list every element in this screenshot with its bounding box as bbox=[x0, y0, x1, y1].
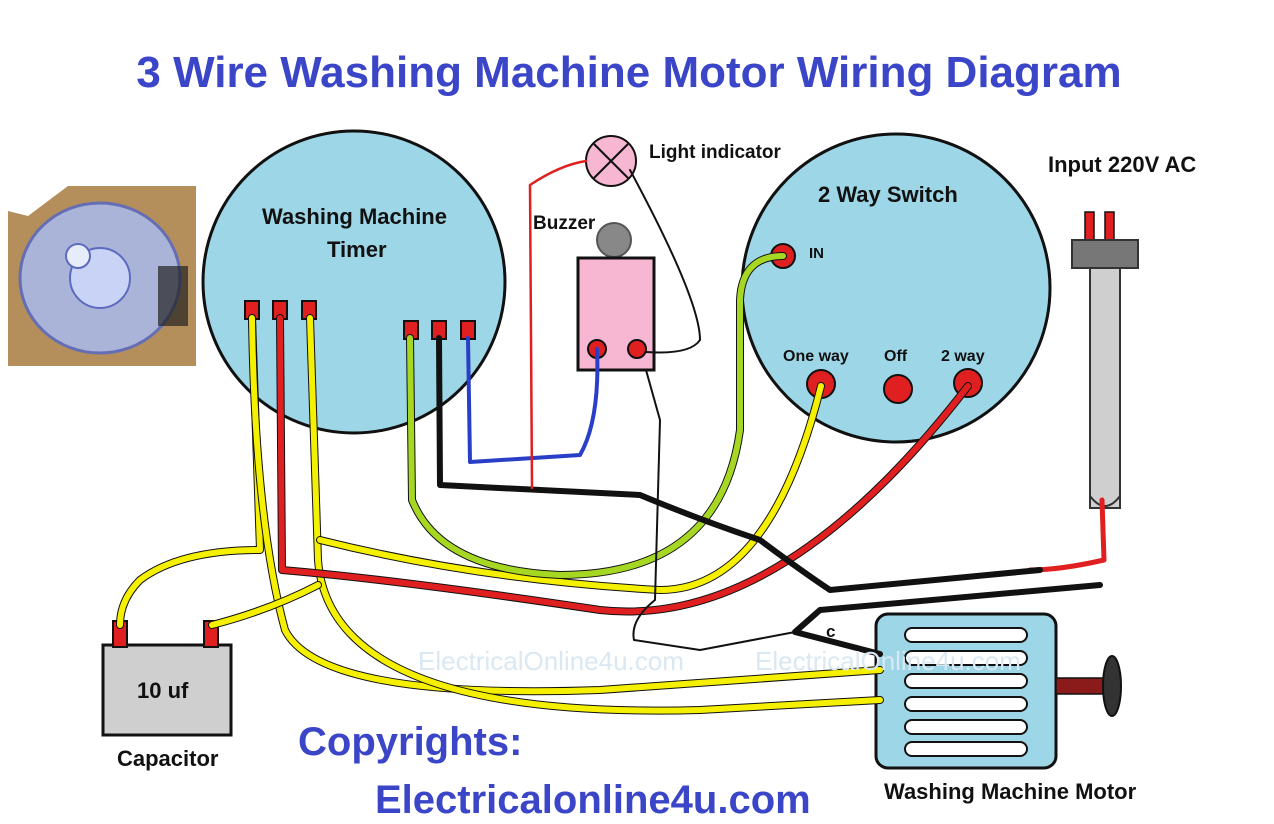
plug-head bbox=[1071, 239, 1139, 269]
motor-vents bbox=[904, 627, 1028, 757]
input-label: Input 220V AC bbox=[1048, 152, 1197, 177]
motor-pulley bbox=[1102, 655, 1122, 717]
plug-cable bbox=[1089, 267, 1121, 509]
timer-label-line2: Timer bbox=[327, 237, 387, 262]
diagram-title: 3 Wire Washing Machine Motor Wiring Diag… bbox=[136, 48, 1122, 97]
capacitor-label: Capacitor bbox=[117, 746, 219, 771]
switch-off-label: Off bbox=[884, 348, 908, 365]
switch-one-way-label: One way bbox=[783, 348, 849, 365]
capacitor-body bbox=[101, 643, 233, 737]
plug-pin-right bbox=[1104, 211, 1115, 243]
timer-photo bbox=[8, 186, 196, 366]
switch-title: 2 Way Switch bbox=[818, 182, 958, 207]
switch-two-way-label: 2 way bbox=[941, 348, 985, 365]
motor-common-label: c bbox=[826, 622, 836, 641]
switch-terminal-off bbox=[883, 374, 913, 404]
buzzer-label: Buzzer bbox=[533, 213, 596, 234]
copyright-line1: Copyrights: bbox=[298, 720, 523, 764]
capacitor-value: 10 uf bbox=[137, 678, 189, 703]
wire-thin-black-lamp bbox=[629, 169, 701, 354]
buzzer-knob bbox=[596, 222, 632, 258]
wire-thin-black-buzzer bbox=[632, 369, 796, 651]
light-indicator-label: Light indicator bbox=[649, 142, 781, 163]
timer-terminals bbox=[244, 300, 476, 340]
wire-blue-buzzer bbox=[466, 336, 600, 464]
wire-thin-red bbox=[528, 159, 588, 490]
timer-body bbox=[201, 129, 507, 435]
switch-in-label: IN bbox=[809, 245, 824, 262]
copyright-line2: Electricalonline4u.com bbox=[375, 778, 811, 822]
buzzer-terminal-2 bbox=[627, 339, 647, 359]
motor-shaft bbox=[1055, 677, 1107, 695]
watermark-1: ElectricalOnline4u.com bbox=[418, 646, 684, 676]
timer-label-line1: Washing Machine bbox=[262, 204, 447, 229]
plug-pin-left bbox=[1084, 211, 1095, 243]
motor-label: Washing Machine Motor bbox=[884, 779, 1137, 804]
wire-red-input bbox=[1027, 497, 1107, 573]
watermark-2: ElectricalOnline4u.com bbox=[755, 646, 1021, 676]
wire-black-motor bbox=[792, 582, 1103, 657]
